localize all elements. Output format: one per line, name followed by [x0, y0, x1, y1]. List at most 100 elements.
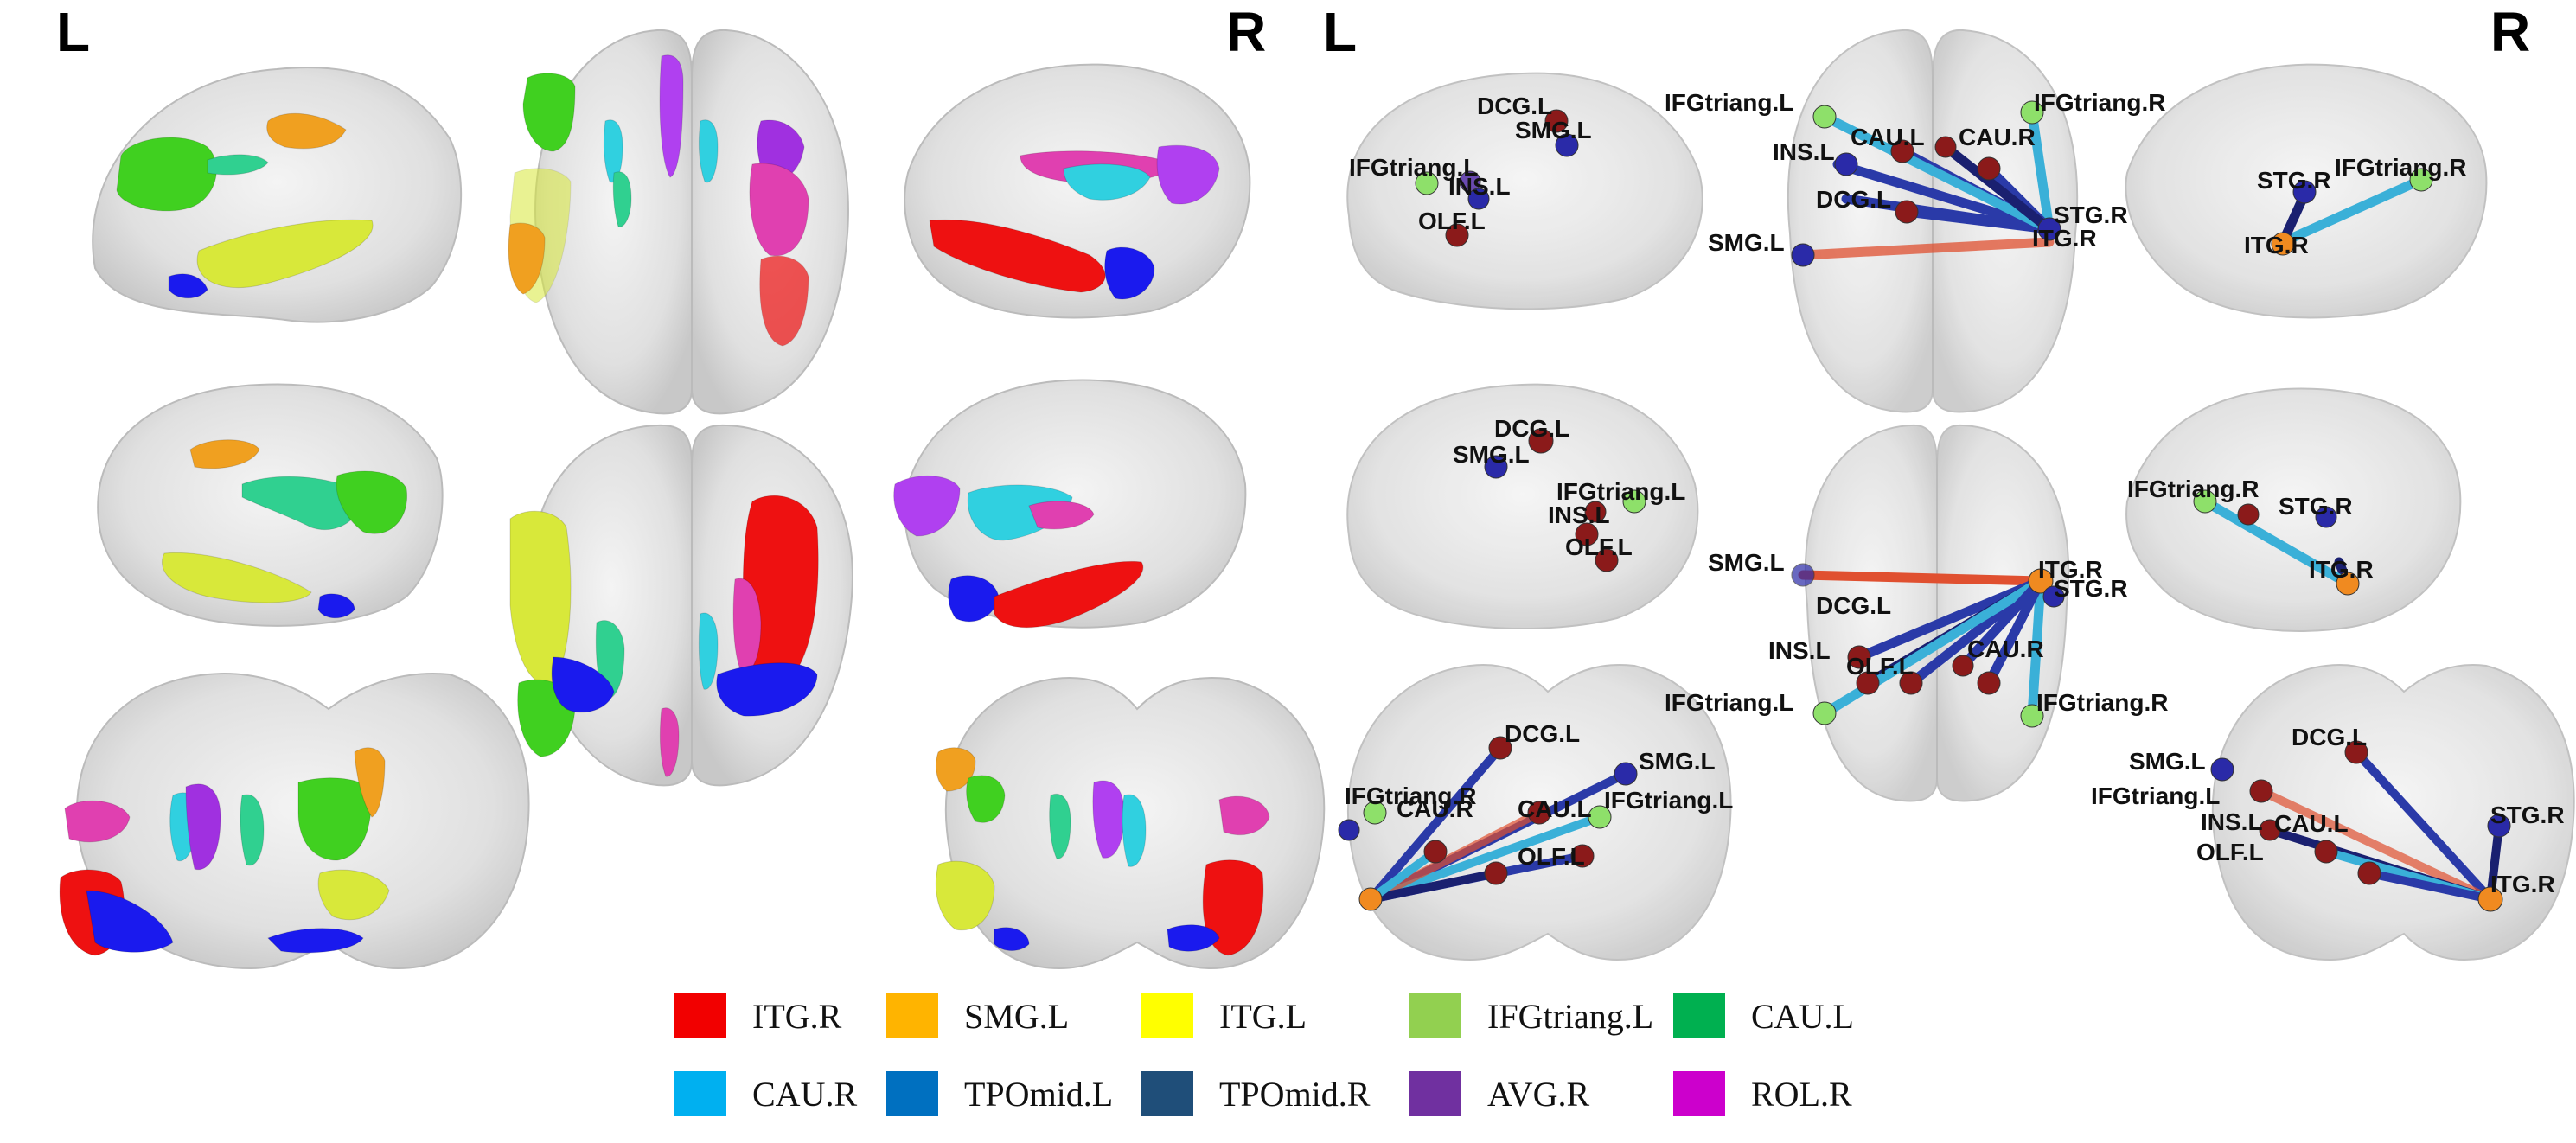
- network-edge: [2200, 496, 2353, 589]
- node-label: CAU.L: [2274, 810, 2349, 837]
- region-blob: [759, 255, 809, 347]
- node-label: OLF.L: [2196, 839, 2264, 865]
- left-hemisphere-label: L: [56, 1, 91, 63]
- node-label: ITG.R: [2244, 232, 2309, 259]
- network-node: [2259, 819, 2281, 841]
- region-blob: [207, 154, 269, 176]
- region-blob: [1063, 163, 1151, 201]
- legend-item: ROL.R: [1673, 1068, 1852, 1120]
- network-node: [2357, 861, 2381, 885]
- node-label: IFGtriang.L: [1604, 787, 1733, 814]
- network-node: [1834, 152, 1858, 176]
- node-label: OLF.L: [1418, 208, 1486, 234]
- network-edge: [1366, 847, 1440, 904]
- network-edge: [1984, 576, 2046, 688]
- network-edge: [2257, 787, 2495, 904]
- region-blob: [240, 794, 265, 866]
- network-node: [2249, 779, 2273, 803]
- network-node: [1423, 840, 1448, 864]
- legend-label: ITG.R: [752, 996, 842, 1036]
- node-label: IFGtriang.R: [1345, 782, 1476, 809]
- network-node: [1977, 671, 2001, 695]
- region-blob: [1049, 794, 1071, 859]
- network-edge: [2352, 748, 2495, 904]
- region-blob: [994, 560, 1144, 629]
- node-label: SMG.L: [1708, 229, 1785, 256]
- node-label: IFGtriang.R: [2127, 476, 2259, 502]
- node-label: IFGtriang.L: [1665, 689, 1793, 716]
- network-node: [1895, 200, 1919, 224]
- legend-swatch: [1673, 993, 1725, 1038]
- legend-label: AVG.R: [1487, 1074, 1590, 1114]
- node-label: IFGtriang.L: [2091, 782, 2220, 809]
- node-label: IFGtriang.R: [2034, 89, 2165, 116]
- network-node: [1847, 645, 1871, 669]
- network-node: [2344, 740, 2368, 764]
- network-edge: [1366, 869, 1500, 904]
- network-node: [1812, 105, 1837, 129]
- node-label: STG.R: [2054, 201, 2128, 228]
- region-blob: [162, 552, 312, 603]
- node-label: CAU.L: [1851, 124, 1925, 150]
- region-blob: [116, 137, 217, 212]
- region-blob: [509, 510, 572, 685]
- network-node: [2042, 585, 2065, 608]
- node-label: CAU.R: [1959, 124, 2036, 150]
- region-blob: [354, 747, 386, 818]
- legend-swatch: [674, 1071, 726, 1116]
- left-hemisphere-label: L: [1323, 1, 1358, 63]
- node-label: SMG.L: [1639, 748, 1716, 775]
- region-blob: [994, 927, 1030, 951]
- network-node: [1791, 563, 1815, 587]
- legend-swatch: [886, 993, 938, 1038]
- node-label: IFGtriang.R: [2036, 689, 2168, 716]
- region-blob: [749, 163, 809, 257]
- network-node: [1445, 223, 1469, 247]
- network-node: [1488, 736, 1512, 760]
- node-label: CAU.R: [1397, 795, 1473, 822]
- network-edge: [1940, 142, 2055, 234]
- node-label: IFGtriang.R: [2335, 154, 2466, 181]
- network-node: [1363, 801, 1387, 825]
- region-blob: [86, 890, 174, 953]
- node-label: DCG.L: [1816, 186, 1891, 213]
- region-blob: [1122, 794, 1147, 867]
- network-node: [1527, 801, 1551, 825]
- node-label: DCG.L: [1816, 592, 1891, 619]
- network-edge: [1958, 576, 2046, 671]
- brain-outline: [2125, 387, 2462, 632]
- node-label: ITG.R: [2309, 556, 2374, 583]
- legend-label: ROL.R: [1751, 1074, 1852, 1114]
- network-node: [2477, 886, 2503, 912]
- network-nodes: [1338, 100, 2511, 912]
- network-node: [1555, 133, 1579, 157]
- network-edges: [1366, 107, 2503, 904]
- color-legend: ITG.R SMG.L ITG.L IFGtriang.L CAU.L CAU.…: [666, 981, 1894, 1137]
- node-label: IFGtriang.L: [1556, 478, 1685, 505]
- legend-label: ITG.L: [1219, 996, 1307, 1036]
- region-blob: [612, 171, 632, 227]
- node-label: STG.R: [2279, 493, 2353, 520]
- region-blob: [698, 612, 719, 690]
- region-blob: [893, 475, 961, 537]
- network-node: [1459, 170, 1481, 193]
- right-hemisphere-label: R: [2490, 1, 2531, 63]
- network-node: [1622, 489, 1646, 514]
- region-blob: [266, 112, 347, 150]
- legend-swatch: [1141, 993, 1193, 1038]
- region-blob: [929, 219, 1106, 293]
- region-blob: [1167, 924, 1220, 952]
- node-label: ITG.R: [2490, 871, 2555, 897]
- network-edge: [2278, 175, 2426, 247]
- region-blob: [1218, 795, 1270, 836]
- network-node: [2336, 572, 2360, 596]
- network-edge: [1832, 159, 2055, 234]
- network-node: [2409, 168, 2433, 192]
- node-label: STG.R: [2257, 167, 2331, 194]
- node-label: OLF.L: [1518, 843, 1585, 870]
- region-blob: [1156, 144, 1220, 205]
- network-node: [2487, 814, 2511, 838]
- network-node: [2314, 840, 2338, 864]
- node-label: IFGtriang.L: [1349, 154, 1478, 181]
